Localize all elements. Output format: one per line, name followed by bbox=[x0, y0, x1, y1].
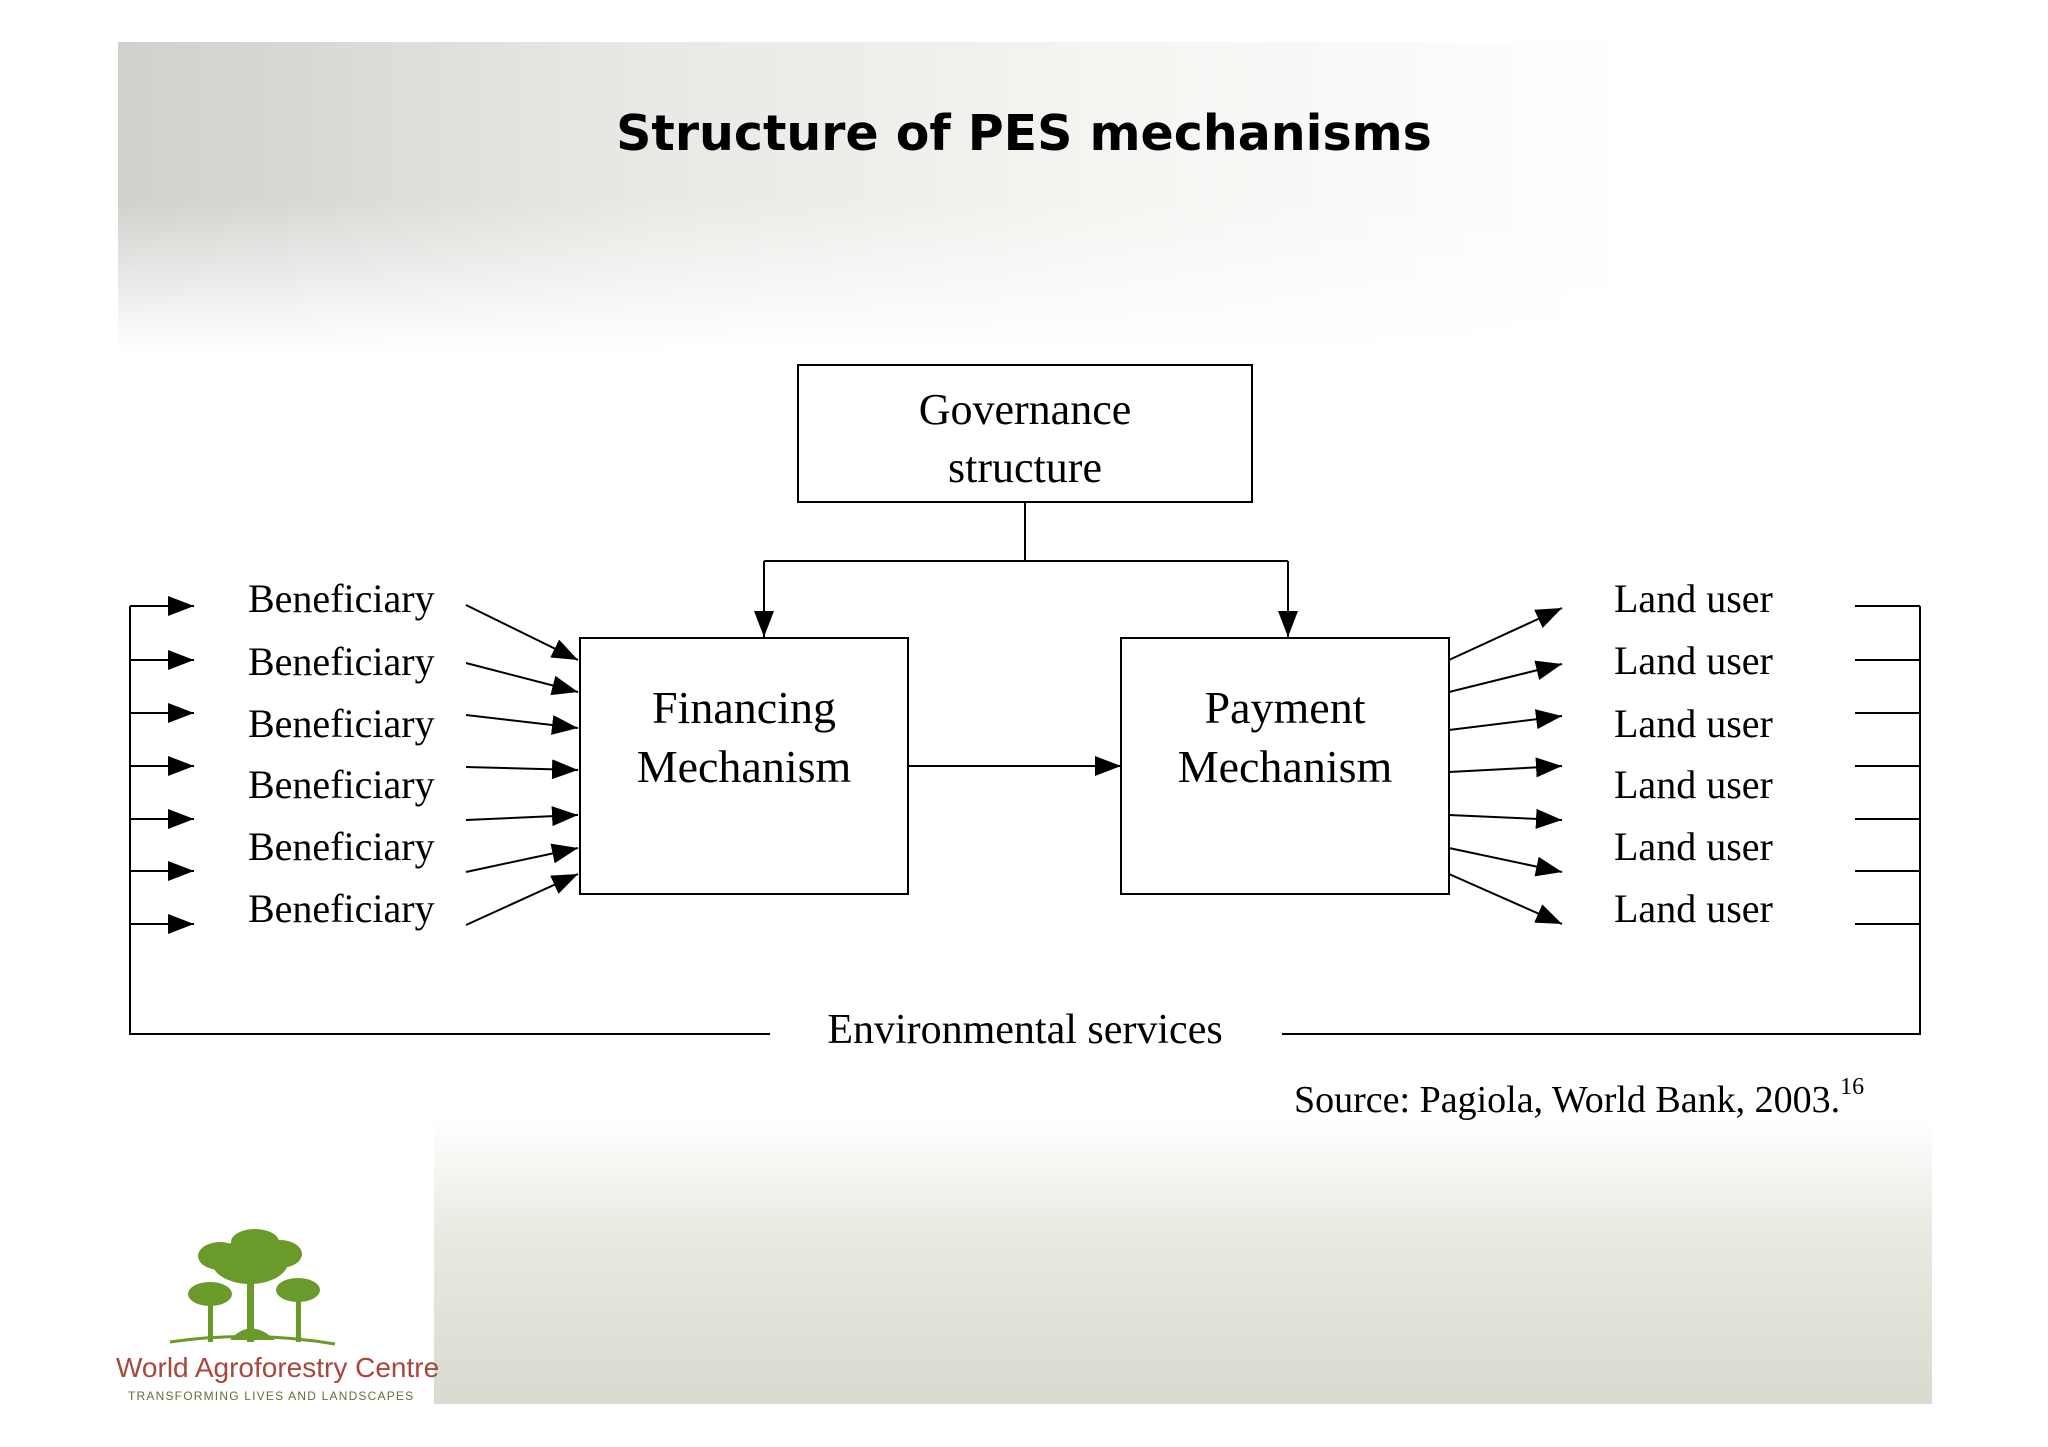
beneficiary-label: Beneficiary bbox=[248, 576, 435, 621]
land-user-label: Land user bbox=[1614, 762, 1773, 807]
land-user-labels: Land user Land user Land user Land user … bbox=[1614, 576, 1773, 931]
land-user-label: Land user bbox=[1614, 701, 1773, 746]
header-background-fade bbox=[118, 200, 1630, 352]
governance-label-line1: Governance bbox=[919, 385, 1132, 434]
world-agroforestry-tree-logo-icon bbox=[169, 1229, 336, 1346]
payment-mechanism-box: Payment Mechanism bbox=[1120, 637, 1450, 895]
logo-tagline: TRANSFORMING LIVES AND LANDSCAPES bbox=[128, 1389, 415, 1403]
beneficiary-label: Beneficiary bbox=[248, 762, 435, 807]
source-footnote: 16 bbox=[1840, 1074, 1865, 1100]
payment-label-line1: Payment bbox=[1205, 682, 1366, 733]
land-user-label: Land user bbox=[1614, 886, 1773, 931]
beneficiary-label: Beneficiary bbox=[248, 639, 435, 684]
environmental-services-label: Environmental services bbox=[827, 1007, 1222, 1053]
environmental-services-loop bbox=[129, 596, 1921, 1035]
financing-label-line1: Financing bbox=[652, 682, 836, 733]
beneficiary-label: Beneficiary bbox=[248, 824, 435, 869]
land-user-label: Land user bbox=[1614, 638, 1773, 683]
land-user-label: Land user bbox=[1614, 824, 1773, 869]
governance-structure-box: Governance structure bbox=[797, 364, 1253, 503]
beneficiary-labels: Beneficiary Beneficiary Beneficiary Bene… bbox=[248, 576, 435, 931]
payment-to-land-user-arrows bbox=[1448, 607, 1563, 925]
source-text: Source: Pagiola, World Bank, 2003. bbox=[1294, 1079, 1841, 1121]
beneficiary-to-financing-arrows bbox=[465, 604, 579, 926]
footer-background-photo bbox=[434, 1120, 1932, 1404]
governance-connectors bbox=[754, 502, 1298, 637]
governance-label-line2: structure bbox=[948, 443, 1102, 492]
beneficiary-label: Beneficiary bbox=[248, 886, 435, 931]
beneficiary-label: Beneficiary bbox=[248, 701, 435, 746]
logo-wordmark: World Agroforestry Centre bbox=[116, 1352, 440, 1383]
payment-label-line2: Mechanism bbox=[1178, 741, 1393, 792]
financing-mechanism-box: Financing Mechanism bbox=[579, 637, 909, 895]
financing-label-line2: Mechanism bbox=[637, 741, 852, 792]
land-user-label: Land user bbox=[1614, 576, 1773, 621]
slide-title: Structure of PES mechanisms bbox=[616, 105, 1432, 162]
source-citation: Source: Pagiola, World Bank, 2003.16 bbox=[1294, 1074, 1864, 1122]
